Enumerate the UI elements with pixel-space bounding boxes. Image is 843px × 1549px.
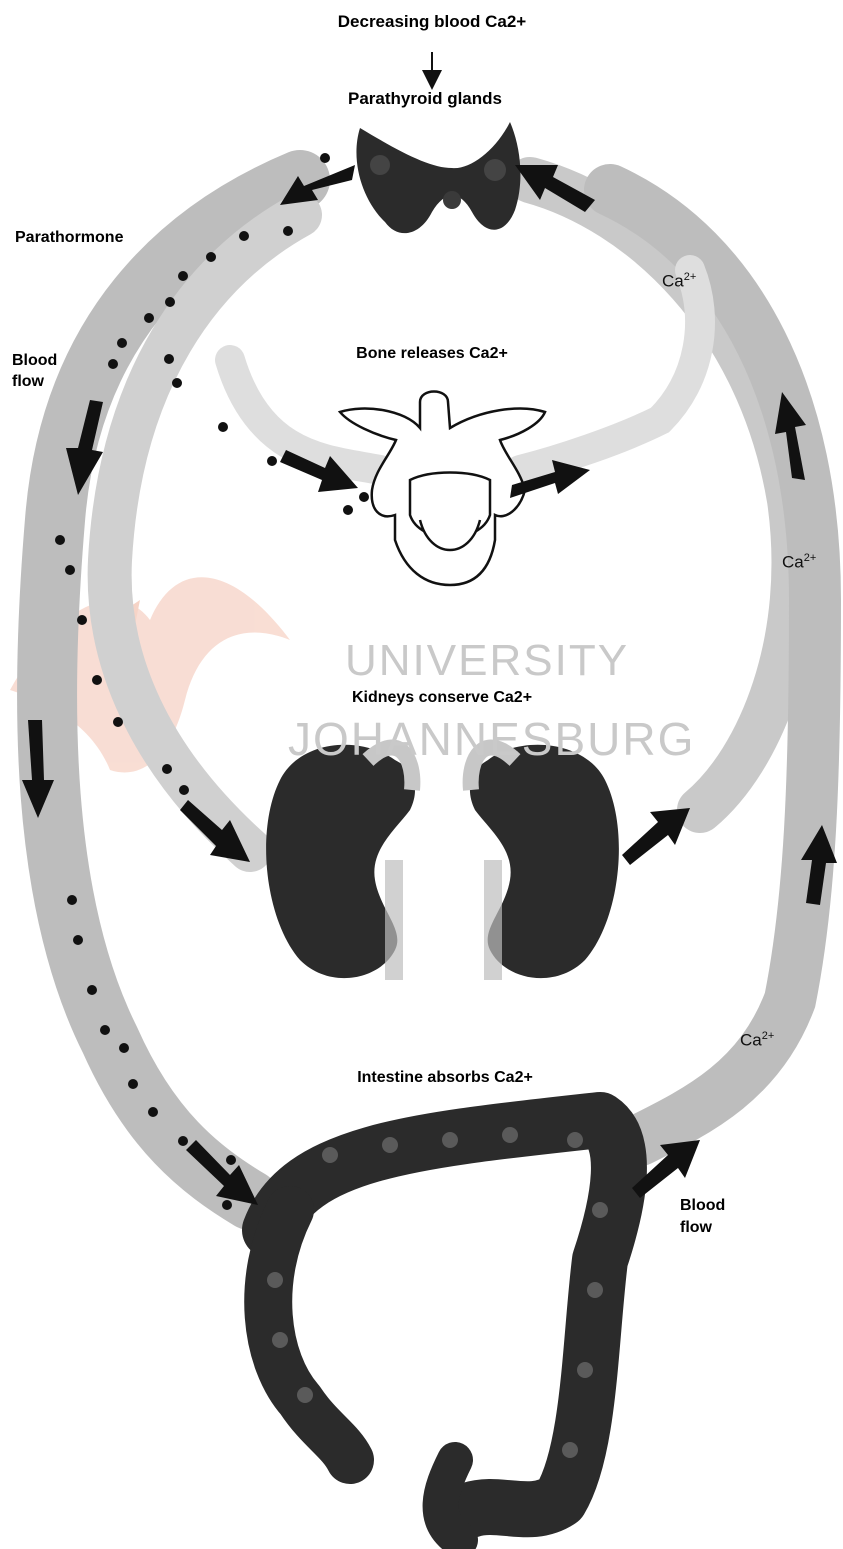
kidneys-label: Kidneys conserve Ca2+: [352, 689, 532, 707]
blood-flow-left-label-line2: flow: [12, 373, 44, 391]
arrow-kidney-out: [622, 808, 690, 865]
parathyroid-glands-image: [356, 122, 520, 233]
blood-flow-right-label-line1: Blood: [680, 1197, 725, 1215]
parathormone-label: Parathormone: [15, 229, 123, 247]
intestine-label: Intestine absorbs Ca2+: [357, 1069, 533, 1087]
watermark-text-johannesburg: JOHANNESBURG: [288, 712, 695, 766]
kidneys-image: [266, 745, 619, 980]
ca-ion-label-top-right: Ca2+: [662, 271, 696, 292]
ca-ion-label-right: Ca2+: [782, 552, 816, 573]
blood-flow-left-label-line1: Blood: [12, 352, 57, 370]
bone-label: Bone releases Ca2+: [356, 345, 508, 363]
parathyroid-label: Parathyroid glands: [348, 89, 502, 109]
watermark-text-university: UNIVERSITY: [345, 636, 629, 686]
ca-ion-label-lower-right: Ca2+: [740, 1030, 774, 1051]
trigger-label: Decreasing blood Ca2+: [338, 12, 526, 32]
blood-flow-right-label-line2: flow: [680, 1219, 712, 1237]
intestine-image: [268, 1120, 619, 1540]
